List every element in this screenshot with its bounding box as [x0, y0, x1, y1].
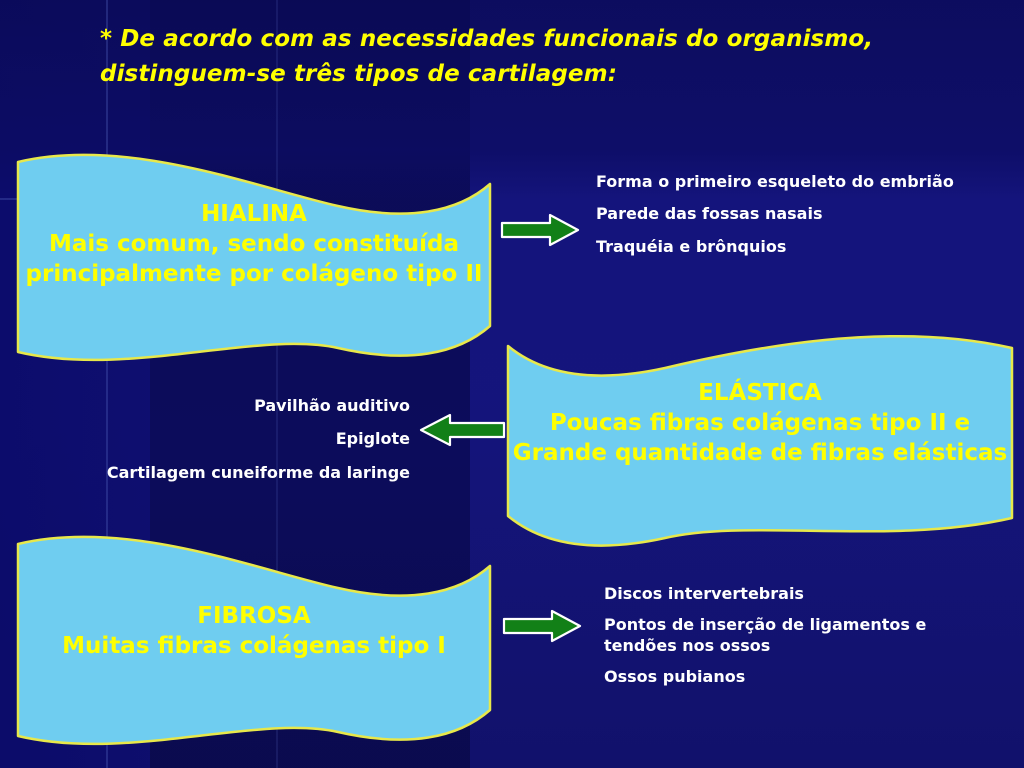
arrow-left-icon — [419, 413, 506, 447]
ribbon-hialina-shape — [16, 153, 492, 362]
arrow-right-hialina — [500, 212, 580, 248]
bullet-list-fibrosa: Discos intervertebrais Pontos de inserçã… — [604, 584, 1004, 699]
bullet-list-elastica: Pavilhão auditivo Epiglote Cartilagem cu… — [30, 396, 410, 496]
list-item: Pontos de inserção de ligamentos e tendõ… — [604, 615, 927, 655]
background-guide-line-1 — [106, 0, 108, 768]
background-guide-line-2 — [276, 0, 278, 768]
list-item: Discos intervertebrais — [604, 584, 804, 603]
arrow-right-icon — [500, 213, 580, 247]
ribbon-elastica-shape — [506, 334, 1014, 547]
list-item: Traquéia e brônquios — [596, 236, 787, 256]
list-item: Pavilhão auditivo — [254, 396, 410, 415]
list-item: Epiglote — [335, 429, 410, 449]
arrow-right-icon — [502, 609, 582, 643]
bullet-list-hialina: Forma o primeiro esqueleto do embrião Pa… — [596, 172, 1016, 257]
ribbon-elastica[interactable]: ELÁSTICA Poucas fibras colágenas tipo II… — [500, 326, 1020, 556]
list-item: Ossos pubianos — [604, 667, 746, 687]
arrow-right-fibrosa — [502, 608, 582, 644]
ribbon-hialina[interactable]: HIALINA Mais comum, sendo constituída pr… — [8, 140, 500, 370]
arrow-left-elastica — [418, 412, 506, 448]
ribbon-fibrosa-shape — [16, 535, 492, 746]
page-title: * De acordo com as necessidades funciona… — [100, 26, 874, 87]
list-item: Cartilagem cuneiforme da laringe — [106, 462, 410, 482]
ribbon-fibrosa[interactable]: FIBROSA Muitas fibras colágenas tipo I — [8, 520, 500, 755]
list-item: Forma o primeiro esqueleto do embrião — [596, 172, 954, 191]
list-item: Parede das fossas nasais — [596, 204, 823, 224]
